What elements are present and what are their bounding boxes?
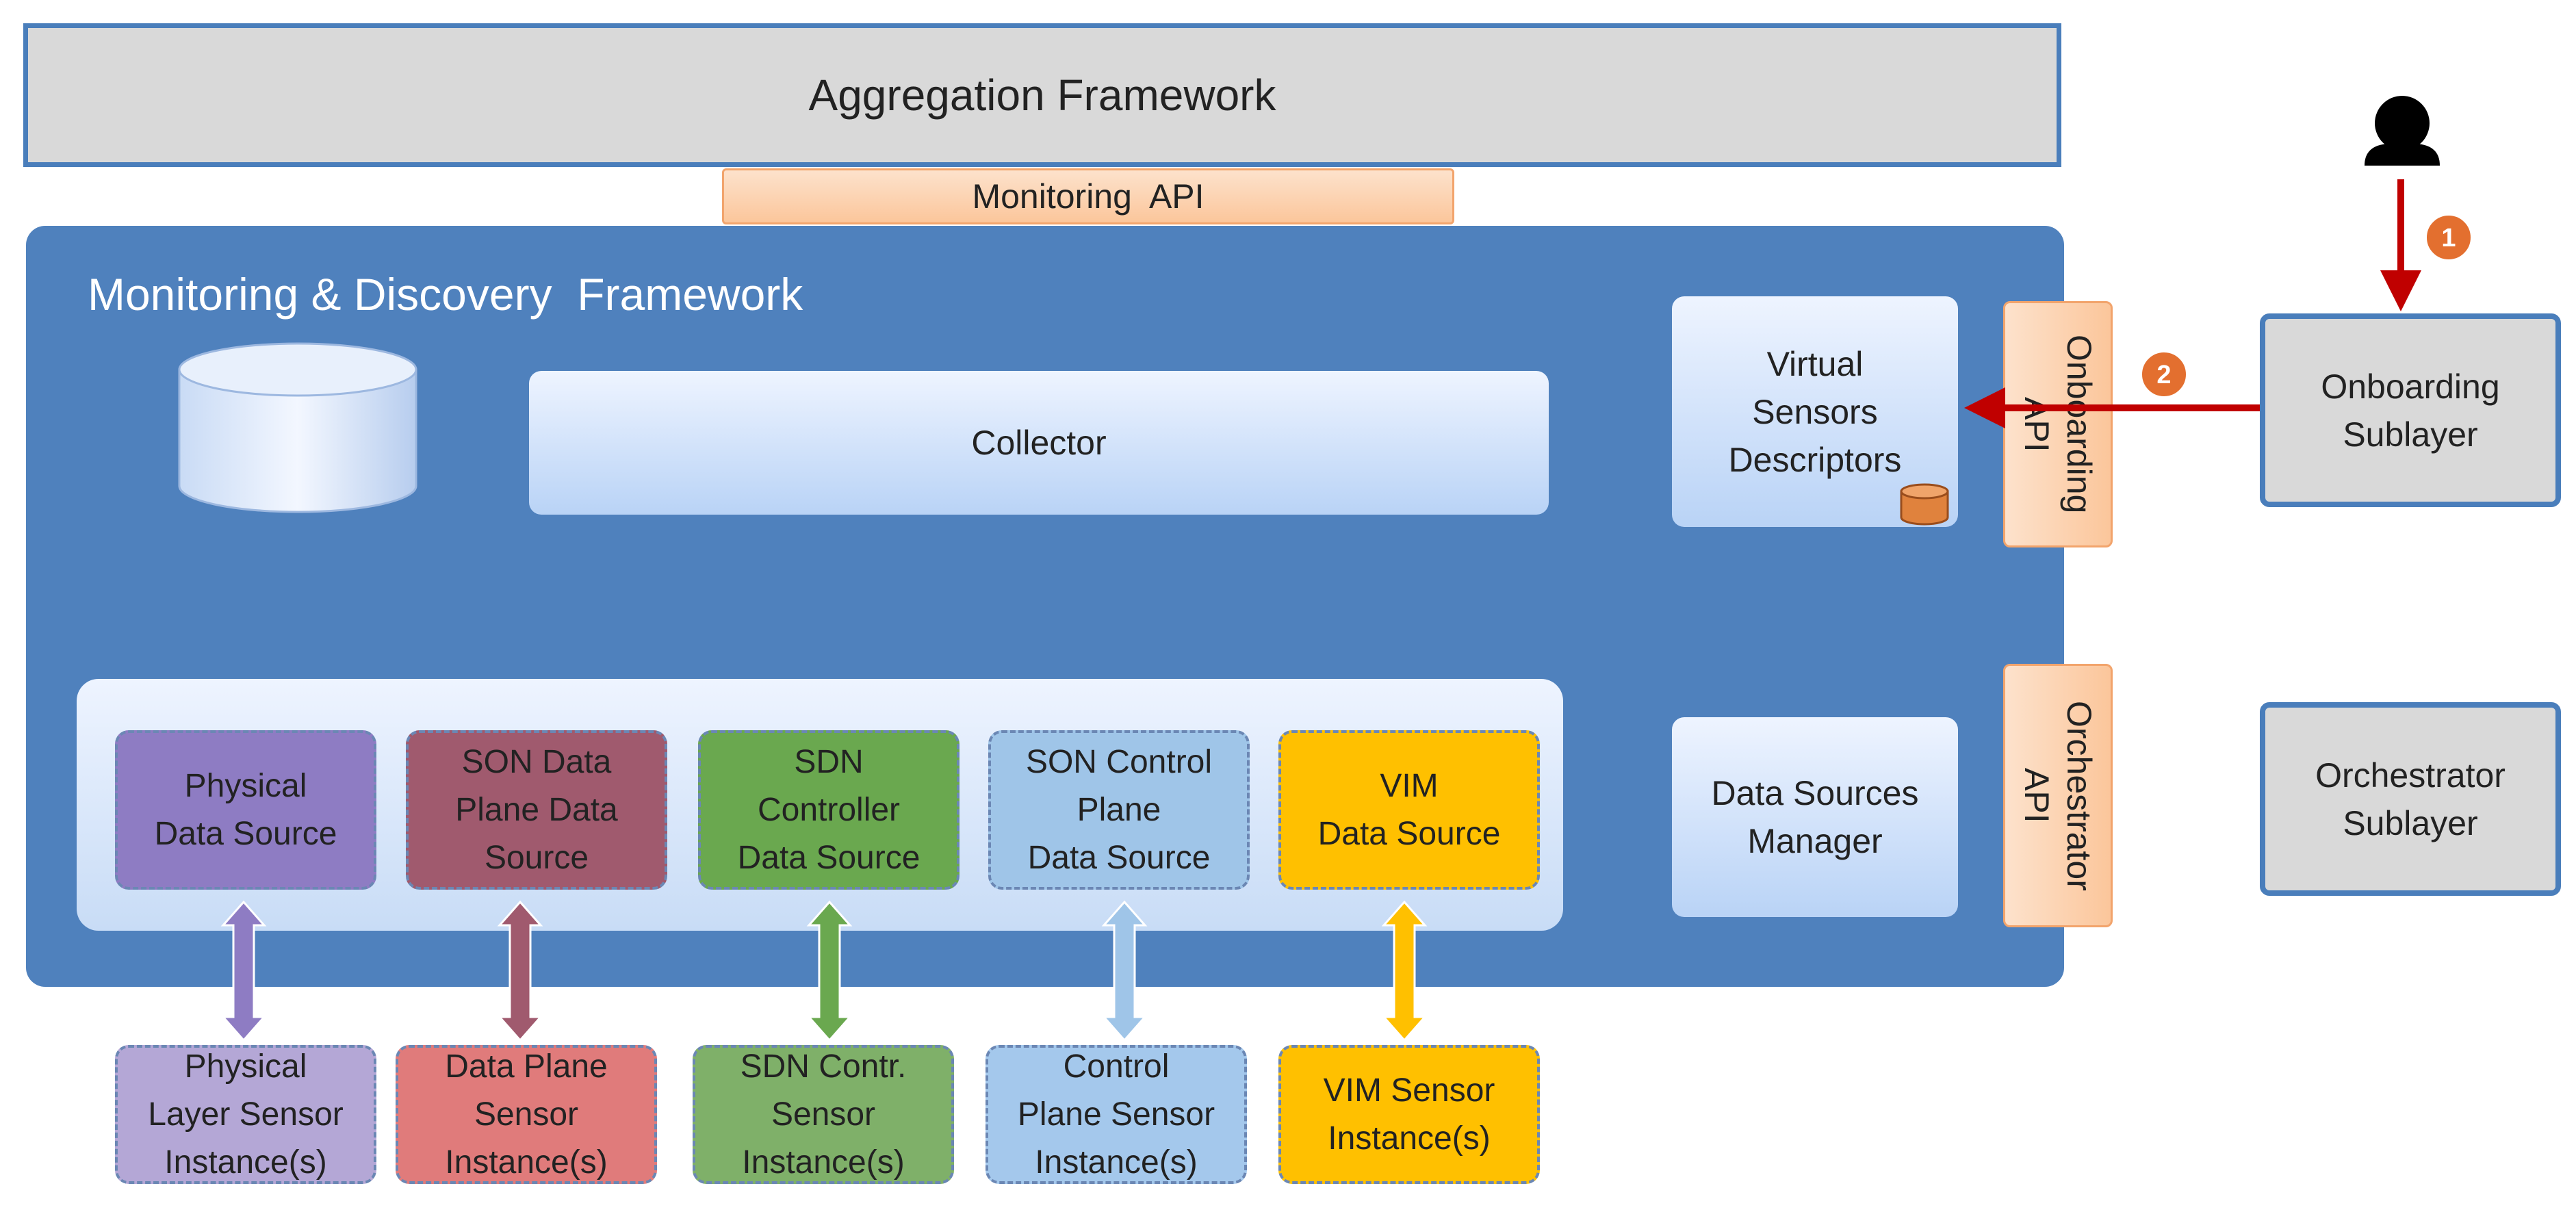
data-source-physical: Physical Data Source [115,730,376,890]
onboarding-sublayer-label: Onboarding Sublayer [2321,367,2500,454]
data-source-label: VIM Data Source [1317,767,1501,852]
orchestrator-api-label: Orchestrator API [2018,700,2098,891]
sensor-instance-control-plane: Control Plane Sensor Instance(s) [986,1045,1247,1184]
sensor-instance-vim: VIM Sensor Instance(s) [1278,1045,1540,1184]
sensor-instance-label: Data Plane Sensor Instance(s) [445,1048,608,1181]
collector-label: Collector [971,424,1107,462]
sensor-instance-label: SDN Contr. Sensor Instance(s) [740,1048,907,1181]
step-badge-2: 2 [2139,350,2189,399]
data-source-son-data-plane: SON Data Plane Data Source [406,730,667,890]
data-source-label: SDN Controller Data Source [737,743,920,876]
virtual-sensors-descriptors-box: Virtual Sensors Descriptors [1672,296,1958,527]
onboarding-api-label: Onboarding API [2018,335,2098,514]
data-sources-manager-box: Data Sources Manager [1672,717,1958,917]
sensor-instance-physical-layer: Physical Layer Sensor Instance(s) [115,1045,376,1184]
mdf-title: Monitoring & Discovery Framework [88,269,803,320]
aggregation-framework-label: Aggregation Framework [808,70,1276,120]
step-badge-label: 1 [2441,224,2456,253]
data-source-label: SON Control Plane Data Source [1025,743,1213,876]
data-source-sdn-controller: SDN Controller Data Source [698,730,959,890]
user-icon [2365,96,2440,166]
step-badge-1: 1 [2424,213,2473,262]
sensor-instance-label: Control Plane Sensor Instance(s) [1017,1048,1215,1181]
data-source-label: SON Data Plane Data Source [455,743,618,876]
monitoring-api-box: Monitoring API [722,168,1454,224]
data-source-label: Physical Data Source [154,767,337,852]
onboarding-api-box: Onboarding API [2003,301,2113,547]
collector-box: Collector [529,371,1549,515]
sensor-instance-sdn-controller: SDN Contr. Sensor Instance(s) [693,1045,954,1184]
orchestrator-sublayer-label: Orchestrator Sublayer [2315,756,2506,842]
orchestrator-api-box: Orchestrator API [2003,664,2113,927]
data-source-vim: VIM Data Source [1278,730,1540,890]
vsd-label: Virtual Sensors Descriptors [1728,344,1902,479]
sensor-instance-label: VIM Sensor Instance(s) [1323,1072,1495,1157]
dsm-label: Data Sources Manager [1711,774,1919,860]
onboarding-sublayer-box: Onboarding Sublayer [2260,313,2561,507]
monitoring-api-label: Monitoring API [972,177,1205,216]
sensor-instance-label: Physical Layer Sensor Instance(s) [148,1048,344,1181]
data-source-son-control-plane: SON Control Plane Data Source [988,730,1250,890]
aggregation-framework-box: Aggregation Framework [23,23,2061,167]
step-badge-label: 2 [2156,361,2171,389]
sensor-instance-data-plane: Data Plane Sensor Instance(s) [396,1045,657,1184]
orchestrator-sublayer-box: Orchestrator Sublayer [2260,702,2561,896]
